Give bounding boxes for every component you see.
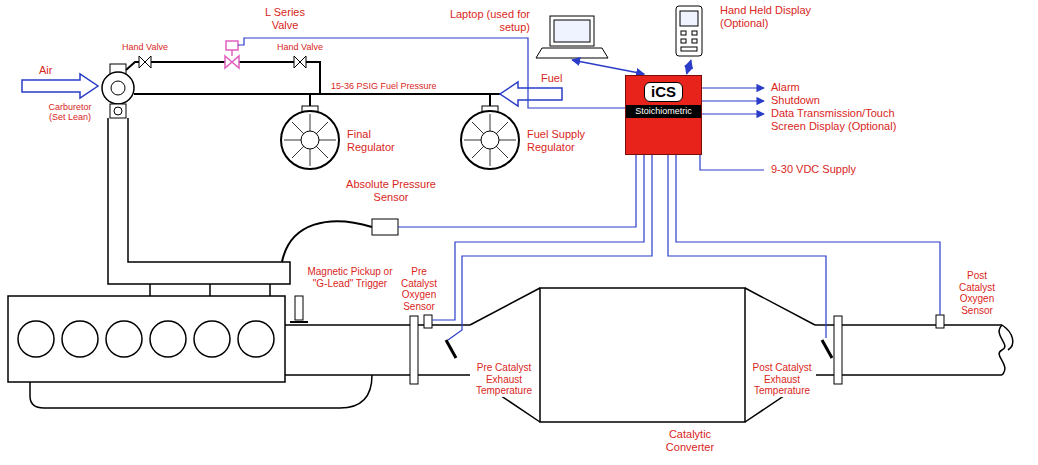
fuel-supply-regulator-symbol [461,94,519,169]
part-label: L Series Valve [258,6,312,31]
engine-block [8,296,285,382]
temperature-probe [446,340,456,358]
part-label: 15-36 PSIG Fuel Pressure [330,81,438,91]
cable-connector [687,60,691,74]
part-label: Fuel Supply Regulator [526,128,594,153]
hand-valve-symbol [139,56,151,68]
controller-name: iCS [644,82,683,102]
part-label: Pre Catalyst Exhaust Temperature [470,362,538,397]
exhaust-pipe [285,288,1013,422]
controller-box: iCS Stoichiometric [625,75,702,155]
air-arrow [22,74,98,98]
oxygen-sensor [936,315,944,328]
part-label: 9-30 VDC Supply [770,163,857,176]
intake-runner [60,284,270,296]
magnetic-pickup [290,296,308,322]
device-label: Hand Held Display (Optional) [720,4,832,29]
fuel-line [126,62,500,94]
l-series-valve-symbol [225,41,239,68]
pressure-sensor [372,219,398,235]
oxygen-sensor [424,315,432,328]
part-label: Absolute Pressure Sensor [345,178,437,203]
part-label: Pre Catalyst Oxygen Sensor [396,266,442,312]
carburetor [102,64,134,118]
cable-connector [572,60,644,74]
temperature-probe [822,340,832,358]
device-label: Laptop (used for setup) [440,8,530,33]
intake-manifold [108,118,290,284]
final-regulator-symbol [281,94,339,169]
laptop-icon [536,16,608,58]
controller-mode: Stoichiometric [626,105,701,118]
cylinder [18,321,274,357]
exhaust-manifold [30,375,372,408]
part-label: Hand Valve [115,42,175,52]
hand-held-node: Hand Held Display (Optional) [672,4,710,58]
hand-held-icon [676,6,702,56]
part-label: Data Transmission/Touch Screen Display (… [770,107,922,132]
pipe-flange [834,316,842,384]
signal-wire [238,38,940,340]
part-label: Alarm [770,81,801,94]
catalytic-converter-body [540,288,745,422]
part-label: Post Catalyst Oxygen Sensor [950,270,1004,316]
part-label: Carburetor (Set Lean) [40,102,100,123]
part-label: Magnetic Pickup or "G-Lead" Trigger [306,266,394,289]
part-label: Shutdown [770,94,821,107]
pressure-hose [282,221,372,262]
part-label: Final Regulator [346,128,402,153]
part-label: Air [38,64,53,77]
hand-valve-symbol [294,56,306,68]
pipe-flange [410,316,418,384]
part-label: Hand Valve [270,42,330,52]
part-label: Fuel [540,72,563,85]
laptop-node: Laptop (used for setup) [536,8,608,58]
part-label: Post Catalyst Exhaust Temperature [748,362,816,397]
part-label: Catalytic Converter [645,428,735,453]
fuel-arrow [500,82,562,106]
